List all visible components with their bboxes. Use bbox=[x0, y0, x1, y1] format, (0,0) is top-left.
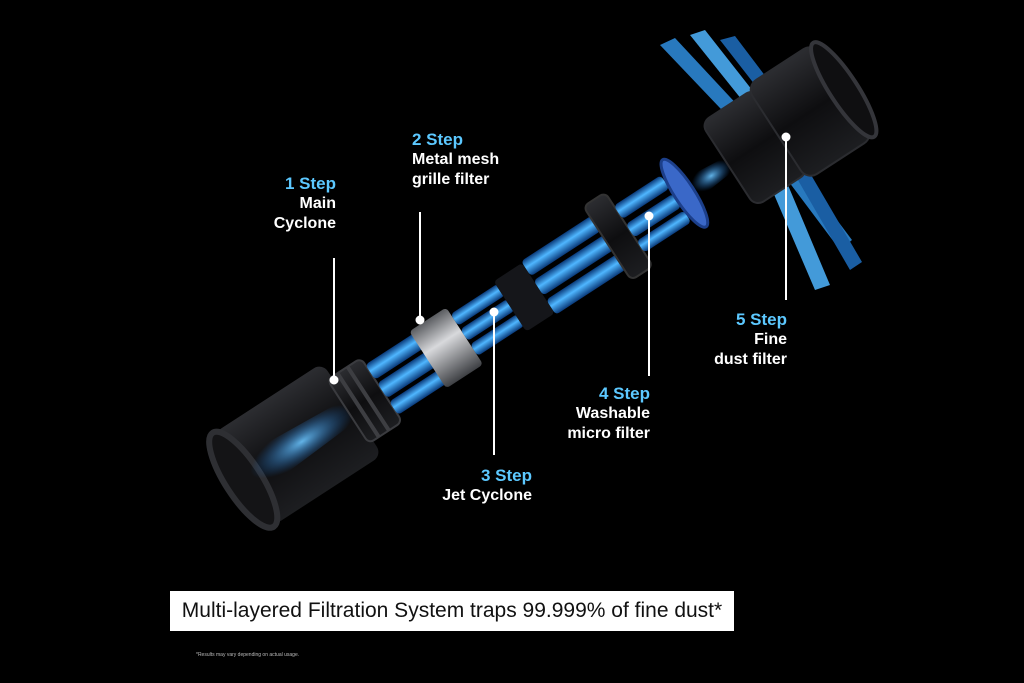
step-2-line-1: Metal mesh bbox=[412, 151, 500, 168]
jet-cyclone bbox=[495, 264, 554, 331]
callout-step-4: 4 Step Washable micro filter bbox=[520, 384, 650, 444]
step-1-line-1: Main bbox=[299, 195, 336, 212]
filtration-banner: Multi-layered Filtration System traps 99… bbox=[170, 591, 734, 631]
callout-step-3: 3 Step Jet Cyclone bbox=[402, 466, 532, 506]
step-4-line-1: Washable bbox=[575, 405, 650, 422]
step-4-number: 4 Step bbox=[598, 384, 650, 403]
washable-micro-filter bbox=[659, 157, 710, 229]
callout-step-2: 2 Step Metal mesh grille filter bbox=[412, 130, 552, 190]
step-3-line-1: Jet Cyclone bbox=[442, 487, 532, 504]
filter-assembly bbox=[206, 40, 879, 531]
step-5-number: 5 Step bbox=[735, 310, 787, 329]
step-3-number: 3 Step bbox=[480, 466, 532, 485]
callout-step-5: 5 Step Fine dust filter bbox=[655, 310, 787, 370]
leader-lines bbox=[329, 132, 791, 455]
step-5-line-2: dust filter bbox=[714, 351, 787, 368]
step-1-line-2: Cyclone bbox=[273, 215, 336, 232]
callout-step-1: 1 Step Main Cyclone bbox=[236, 174, 336, 234]
step-2-line-2: grille filter bbox=[412, 171, 490, 188]
footnote: *Results may vary depending on actual us… bbox=[196, 652, 300, 658]
step-5-line-1: Fine bbox=[754, 331, 787, 348]
step-1-number: 1 Step bbox=[284, 174, 336, 193]
step-4-line-2: micro filter bbox=[567, 425, 650, 442]
step-2-number: 2 Step bbox=[412, 130, 464, 149]
metal-mesh-grille bbox=[410, 308, 482, 387]
